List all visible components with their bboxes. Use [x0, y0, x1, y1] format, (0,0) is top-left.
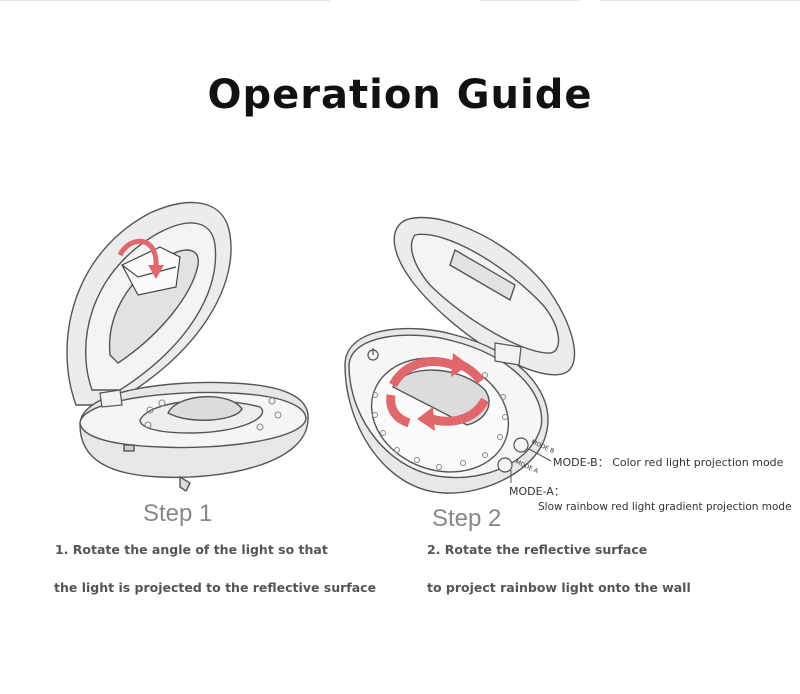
step2-device-illustration: MODE B MODE A [344, 216, 576, 494]
step1-projector [121, 246, 181, 296]
step1-hinge [99, 389, 123, 408]
mode-b-callout-line [528, 448, 552, 462]
page-title: Operation Guide [207, 72, 593, 118]
step1-base [79, 381, 309, 493]
top-divider [0, 0, 800, 2]
mode-a-heading: MODE-A： [509, 485, 565, 498]
step2-arrow-head-top-icon [451, 353, 469, 377]
mode-b-label: MODE-B： Color red light projection mode [553, 456, 784, 469]
step1-label: Step 1 [143, 500, 213, 527]
mode-a-description: Slow rainbow red light gradient projecti… [538, 501, 792, 513]
mode-b-button [513, 437, 529, 453]
step1-lid [66, 201, 232, 406]
step2-label: Step 2 [432, 505, 502, 532]
step1-arrow-head-icon [148, 265, 164, 279]
step1-line2: the light is projected to the reflective… [54, 580, 377, 595]
step2-line2: to project rainbow light onto the wall [427, 580, 691, 595]
step2-hinge [494, 342, 522, 366]
step1-base-dots [144, 397, 282, 431]
step2-lid [393, 216, 576, 376]
step2-base-dots [372, 372, 508, 470]
power-icon [367, 348, 379, 361]
step2-arrow-head-bottom-icon [417, 407, 435, 431]
step1-line1: 1. Rotate the angle of the light so that [55, 542, 328, 557]
step1-device-illustration [66, 201, 309, 493]
mode-a-button [497, 457, 513, 473]
step1-rotate-arrow-icon [117, 238, 159, 268]
step2-line1: 2. Rotate the reflective surface [427, 542, 648, 557]
